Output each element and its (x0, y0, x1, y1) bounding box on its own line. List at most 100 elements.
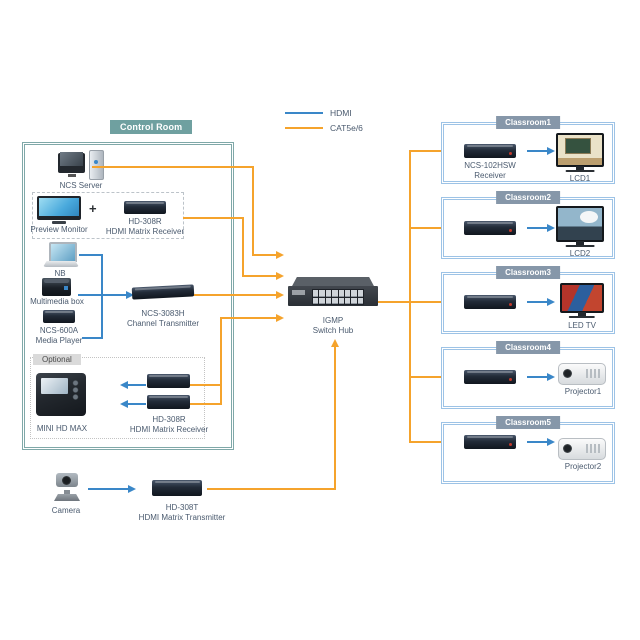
legend-hdmi-line (285, 112, 323, 114)
ncs-server-icon (58, 150, 106, 181)
line-transmitter-h (194, 294, 276, 296)
line-camera-to-hd308t (88, 488, 128, 490)
legend-cat5-label: CAT5e/6 (330, 123, 363, 133)
arrow-rx-to-lcd1 (547, 147, 555, 155)
classroom4-receiver-icon (464, 370, 516, 384)
legend-hdmi-label: HDMI (330, 108, 352, 118)
classroom1-receiver-desc: Receiver (474, 171, 506, 181)
arrow-server-to-hub (276, 251, 284, 259)
classroom2-receiver-icon (464, 221, 516, 235)
projector2-icon (558, 438, 606, 460)
arrow-camera-to-hd308t (128, 485, 136, 493)
line-rx-to-lcd1 (527, 150, 547, 152)
classroom1-receiver-label: NCS-102HSW Receiver (464, 161, 516, 181)
line-sources-bracket (101, 254, 103, 339)
multimedia-box-icon (42, 278, 71, 296)
line-branch-2 (409, 227, 447, 229)
projector2-label: Projector2 (564, 462, 602, 471)
hd308t-icon (152, 480, 202, 496)
hd308r-optional-label: HD-308R HDMI Matrix Receiver (130, 415, 208, 435)
classroom1-receiver-model: NCS-102HSW (464, 161, 516, 170)
camera-icon (52, 470, 82, 501)
classroom5-title: Classroom5 (496, 416, 560, 429)
line-branch-1 (409, 150, 447, 152)
hd308r-optional-desc: HDMI Matrix Receiver (129, 425, 209, 435)
line-rx2-h (190, 403, 222, 405)
arrow-preview-to-hub (276, 272, 284, 280)
hd308t-model: HD-308T (165, 503, 199, 512)
line-rx-to-lcd2 (527, 227, 547, 229)
line-server-h2 (252, 254, 276, 256)
hd308t-desc: HDMI Matrix Transmitter (138, 513, 226, 523)
lcd1-tv-icon (556, 133, 604, 173)
projector1-label: Projector1 (564, 387, 602, 396)
ncs3083h-model: NCS-3083H (141, 309, 185, 318)
hd308t-label: HD-308T HDMI Matrix Transmitter (139, 503, 226, 523)
camera-label: Camera (51, 506, 81, 515)
line-rx1-h (190, 384, 222, 386)
multimedia-box-label: Multimedia box (30, 297, 84, 306)
preview-monitor-label: Preview Monitor (30, 225, 88, 234)
ncs3083h-desc: Channel Transmitter (126, 319, 200, 329)
line-nb-stub (79, 254, 103, 256)
hd308r-optional-icon-2 (147, 395, 190, 409)
line-rx2-to-minihd (128, 403, 146, 405)
line-hd308t-v (334, 347, 336, 490)
line-server-h (92, 166, 254, 168)
lcd2-tv-icon (556, 206, 604, 248)
line-branch-3 (409, 301, 447, 303)
hd308r-optional-model: HD-308R (152, 415, 186, 424)
lcd2-label: LCD2 (569, 249, 591, 258)
line-rx-to-projector1 (527, 376, 547, 378)
ledtv-icon (560, 283, 604, 319)
line-preview-h (183, 217, 244, 219)
line-branch-4 (409, 376, 447, 378)
line-mediaplayer-stub (82, 337, 103, 339)
arrow-rx-to-projector1 (547, 373, 555, 381)
line-server-v (252, 166, 254, 256)
line-hub-out (378, 301, 411, 303)
ncs-server-label: NCS Server (59, 181, 103, 190)
hd308r-optional-icon-1 (147, 374, 190, 388)
line-preview-v (242, 217, 244, 277)
arrow-rx-to-lcd2 (547, 224, 555, 232)
line-rx-to-projector2 (527, 441, 547, 443)
control-room-title: Control Room (110, 120, 193, 134)
hd308r-preview-label: HD-308R HDMI Matrix Receiver (106, 217, 184, 237)
igmp-switch-line1: IGMP (322, 316, 344, 325)
classroom3-receiver-icon (464, 295, 516, 309)
mini-hd-max-icon (36, 373, 86, 416)
classroom3-title: Classroom3 (496, 266, 560, 279)
arrow-rx-to-ledtv (547, 298, 555, 306)
arrow-rx2-to-minihd (120, 400, 128, 408)
ncs3083h-label: NCS-3083H Channel Transmitter (127, 309, 199, 329)
arrow-rx1-to-minihd (120, 381, 128, 389)
hd308r-preview-receiver-icon (124, 201, 166, 214)
classroom1-receiver-icon (464, 144, 516, 158)
ncs600a-desc: Media Player (35, 336, 83, 346)
line-to-transmitter (78, 294, 126, 296)
classroom1-title: Classroom1 (496, 116, 560, 129)
arrow-optional-to-hub (276, 314, 284, 322)
classroom4-title: Classroom4 (496, 341, 560, 354)
ledtv-label: LED TV (568, 321, 596, 330)
preview-group-box (32, 192, 184, 239)
line-rx1-to-minihd (128, 384, 146, 386)
nb-laptop-icon (43, 242, 79, 267)
line-classroom-trunk (409, 150, 411, 443)
arrow-hd308t-to-hub (331, 339, 339, 347)
arrow-transmitter-to-hub (276, 291, 284, 299)
preview-monitor-icon (37, 196, 81, 225)
nb-label: NB (54, 269, 66, 278)
line-optional-v (220, 318, 222, 405)
hd308r-preview-desc: HDMI Matrix Receiver (105, 227, 185, 237)
lcd1-label: LCD1 (569, 174, 591, 183)
classroom2-title: Classroom2 (496, 191, 560, 204)
igmp-switch-line2: Switch Hub (312, 326, 354, 336)
line-optional-h (220, 317, 276, 319)
igmp-switch-label: IGMP Switch Hub (313, 316, 353, 336)
ncs600a-model: NCS-600A (39, 326, 79, 335)
projector1-icon (558, 363, 606, 385)
ncs600a-icon (43, 310, 75, 323)
line-rx-to-ledtv (527, 301, 547, 303)
